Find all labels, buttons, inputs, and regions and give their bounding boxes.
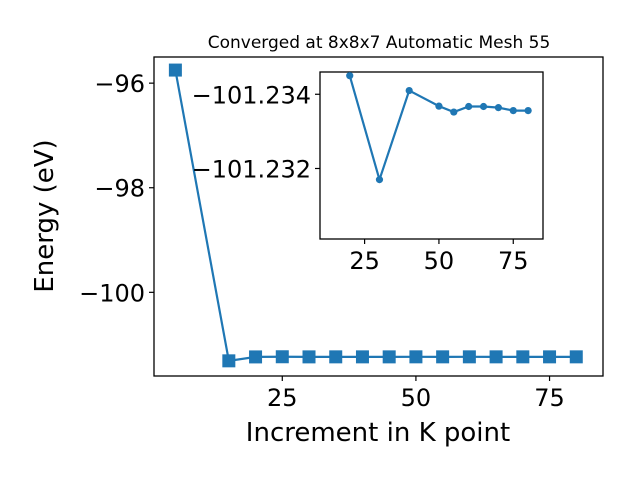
inset-data-point bbox=[346, 72, 354, 80]
main-data-point bbox=[543, 350, 557, 364]
inset-plot-area: 25 50 75 −101.234 −101.232 bbox=[192, 71, 544, 275]
main-data-point bbox=[355, 350, 369, 364]
inset-x-tick-label: 25 bbox=[349, 247, 380, 275]
main-data-point bbox=[302, 350, 316, 364]
main-series-markers bbox=[168, 63, 583, 368]
inset-data-point bbox=[494, 104, 502, 112]
main-data-point bbox=[249, 350, 263, 364]
inset-y-tick-label: −101.234 bbox=[192, 81, 311, 109]
main-x-tick-label: 75 bbox=[534, 384, 565, 412]
inset-x-tick-label: 75 bbox=[498, 247, 529, 275]
main-data-point bbox=[489, 350, 503, 364]
main-data-point bbox=[516, 350, 530, 364]
inset-series-markers bbox=[346, 72, 532, 184]
main-data-point bbox=[168, 63, 182, 77]
inset-axis-ticks: 25 50 75 −101.234 −101.232 bbox=[192, 81, 529, 275]
main-data-point bbox=[382, 350, 396, 364]
y-axis-label: Energy (eV) bbox=[30, 139, 60, 292]
inset-data-point bbox=[479, 102, 488, 111]
inset-x-tick-label: 50 bbox=[424, 247, 455, 275]
main-y-tick-label: −96 bbox=[94, 70, 145, 98]
inset-y-tick-label: −101.232 bbox=[192, 155, 311, 183]
inset-data-point bbox=[509, 106, 517, 115]
main-data-point bbox=[222, 354, 236, 368]
inset-data-point bbox=[375, 176, 384, 184]
main-data-point bbox=[275, 350, 289, 364]
main-x-tick-label: 25 bbox=[267, 384, 298, 412]
main-y-tick-label: −100 bbox=[79, 279, 145, 307]
main-data-point bbox=[409, 350, 423, 364]
inset-series-line bbox=[348, 75, 529, 184]
inset-plot-frame bbox=[319, 71, 544, 240]
inset-data-point bbox=[465, 102, 473, 111]
main-axis-ticks: 25 50 75 −96 −98 −100 bbox=[79, 70, 565, 412]
inset-data-point bbox=[450, 108, 458, 116]
main-y-tick-label: −98 bbox=[94, 175, 145, 203]
chart-title: Converged at 8x8x7 Automatic Mesh 55 bbox=[208, 33, 551, 53]
main-plot-frame bbox=[153, 56, 604, 377]
inset-data-point bbox=[435, 102, 443, 110]
main-data-point bbox=[436, 350, 450, 364]
main-data-point bbox=[569, 350, 583, 364]
main-x-tick-label: 50 bbox=[401, 384, 432, 412]
inset-data-point bbox=[405, 86, 413, 95]
main-plot-area: 25 50 75 −96 −98 −100 bbox=[79, 56, 604, 412]
main-data-point bbox=[462, 350, 476, 364]
x-axis-label: Increment in K point bbox=[246, 418, 510, 448]
main-data-point bbox=[329, 350, 343, 364]
inset-data-point bbox=[524, 106, 532, 115]
